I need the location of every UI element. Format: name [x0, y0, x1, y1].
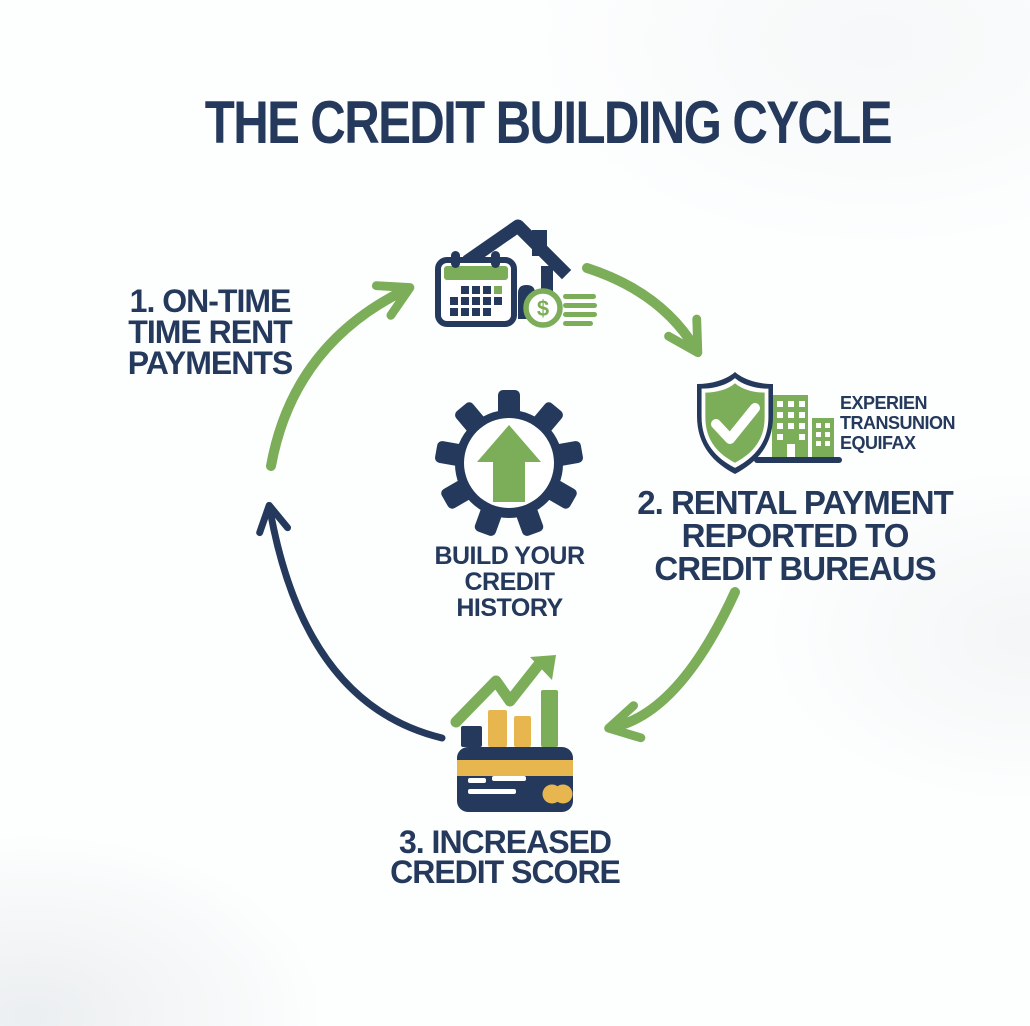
- bureau-list: EXPERIEN TRANSUNION EQUIFAX: [840, 393, 956, 453]
- credit-card-icon: [457, 747, 573, 812]
- step-2-label: 2. RENTAL PAYMENT REPORTED TO CREDIT BUR…: [637, 484, 954, 587]
- bar-chart-icon: [461, 690, 558, 747]
- checkmark-icon: [711, 403, 760, 444]
- shield-check-icon: [697, 372, 773, 474]
- step-1-label: 1. ON-TIME TIME RENT PAYMENTS: [127, 283, 293, 381]
- chimney: [532, 230, 547, 256]
- up-arrow-icon: [477, 425, 541, 502]
- arrow-step1-to-top-icon: [266, 281, 415, 471]
- trend-arrow-icon: [450, 655, 556, 728]
- step-3-label: 3. INCREASED CREDIT SCORE: [390, 824, 621, 890]
- credit-bureau-icon: [697, 372, 842, 474]
- rent-payment-icon: $: [435, 219, 597, 328]
- gear-up-arrow-icon: [435, 390, 583, 536]
- calendar-icon: [435, 251, 517, 327]
- dollar-symbol: $: [537, 296, 549, 321]
- arrow-step3-to-step1: [256, 501, 446, 742]
- center-label: BUILD YOUR CREDIT HISTORY: [434, 542, 585, 622]
- buildings-icon: [754, 395, 842, 463]
- credit-score-icon: [450, 655, 573, 812]
- arrow-step2-to-step3: [604, 587, 740, 743]
- arrow-top-to-step2: [582, 263, 703, 358]
- dollar-coin-icon: $: [523, 288, 597, 328]
- page-title: THE CREDIT BUILDING CYCLE: [204, 89, 893, 156]
